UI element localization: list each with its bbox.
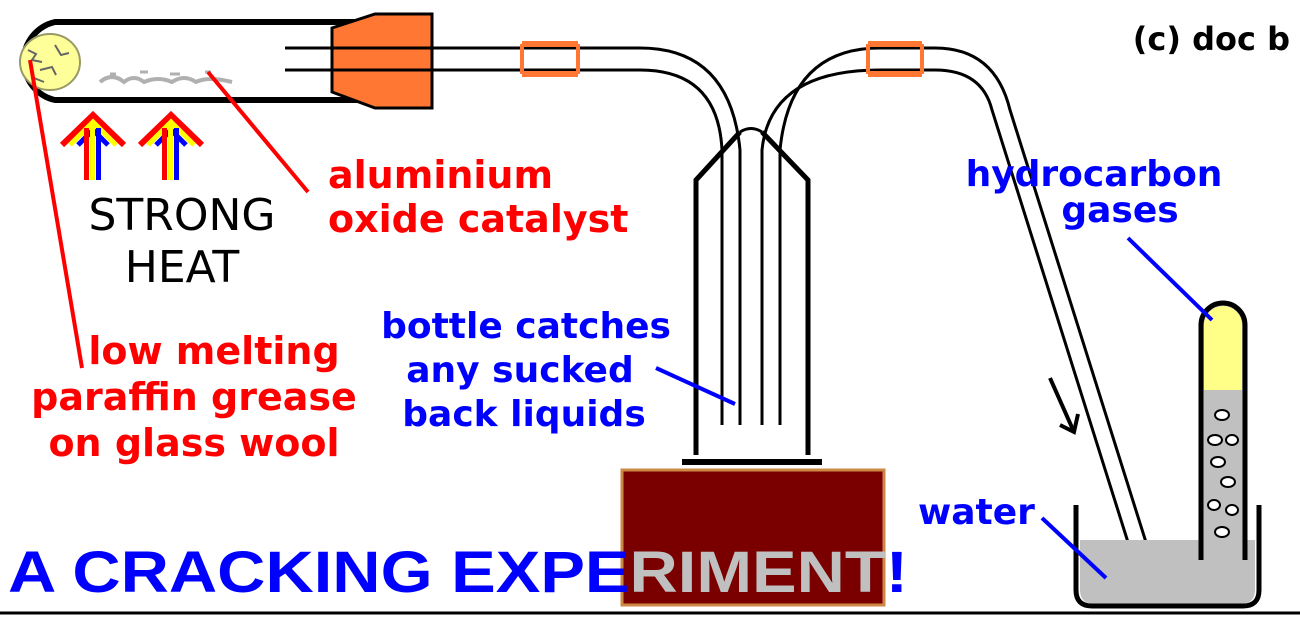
gas-collection-tube — [1198, 300, 1248, 560]
title-part-grey: RIMENT — [629, 540, 885, 605]
bottle-label-line-3: back liquids — [402, 394, 646, 435]
heat-arrow-2 — [137, 110, 205, 180]
bottle-label-line-1: bottle catches — [381, 306, 671, 347]
catalyst-label-line-1: aluminium — [328, 153, 553, 197]
bottle-label-line-2: any sucked — [406, 350, 633, 391]
gas-label-line-2: gases — [1061, 190, 1178, 231]
heat-arrows — [59, 110, 205, 180]
glass-wool-plug — [19, 33, 81, 91]
rubber-connector-1 — [520, 41, 580, 77]
heat-label-line-1: STRONG — [88, 190, 275, 241]
title-part-end: ! — [886, 540, 908, 605]
catalyst-label-line-2: oxide catalyst — [328, 197, 628, 241]
gas-flow-arrow — [1048, 377, 1080, 435]
stand-block — [620, 468, 886, 607]
catalyst-powder — [98, 70, 233, 85]
copyright-text: (c) doc b — [1133, 20, 1290, 58]
grease-pointer — [28, 59, 84, 369]
gas-pointer — [1126, 236, 1214, 322]
gas-bubbles — [1207, 409, 1239, 538]
gas-label-line-1: hydrocarbon — [966, 154, 1223, 195]
suck-back-bottle — [682, 127, 822, 465]
catalyst-pointer — [206, 70, 310, 194]
water-label: water — [918, 492, 1035, 533]
bottle-pointer — [655, 366, 736, 406]
rubber-stopper — [330, 12, 434, 110]
grease-label-line-1: low melting — [88, 329, 339, 373]
grease-label-line-3: on glass wool — [48, 421, 339, 465]
title-part-blue: A CRACKING EXPE — [8, 540, 629, 605]
grease-label-line-2: paraffin grease — [31, 375, 357, 419]
rubber-connector-2 — [866, 41, 924, 77]
heat-arrow-1 — [59, 110, 127, 180]
heat-label-line-2: HEAT — [125, 242, 240, 293]
water-pointer — [1040, 516, 1108, 580]
